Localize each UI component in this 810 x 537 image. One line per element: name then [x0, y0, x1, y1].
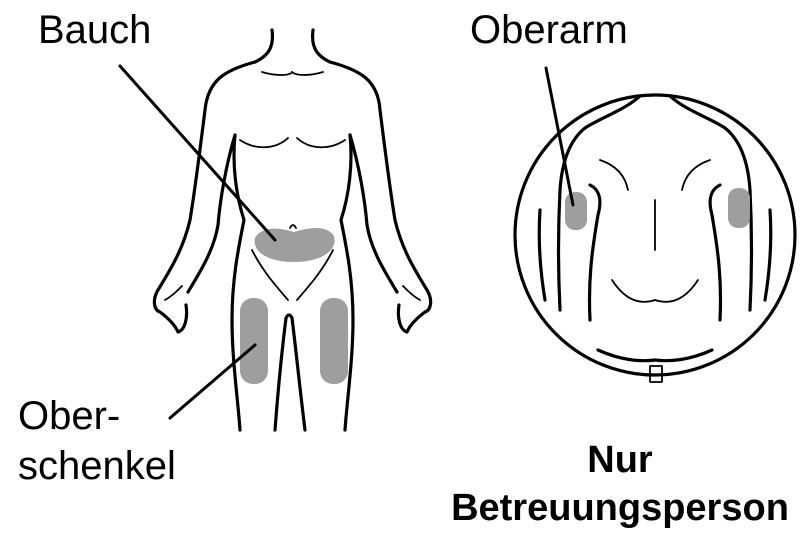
back-view-inset: [515, 95, 795, 382]
abdomen-zone: [255, 228, 335, 262]
caregiver-label-line2: Betreuungsperson: [435, 485, 805, 531]
abdomen-leader-line: [120, 66, 275, 240]
right-upper-arm-zone: [728, 188, 750, 228]
abdomen-label: Bauch: [38, 6, 151, 54]
thigh-label-line2: schenkel: [18, 442, 176, 490]
thigh-leader-line: [170, 345, 255, 418]
upper-arm-label: Oberarm: [470, 6, 628, 54]
right-thigh-zone: [320, 298, 348, 384]
front-body-figure: [154, 30, 430, 430]
caregiver-label-line1: Nur: [435, 437, 805, 483]
thigh-label-line1: Ober-: [18, 392, 120, 440]
left-upper-arm-zone: [565, 192, 587, 230]
left-thigh-zone: [240, 298, 268, 384]
